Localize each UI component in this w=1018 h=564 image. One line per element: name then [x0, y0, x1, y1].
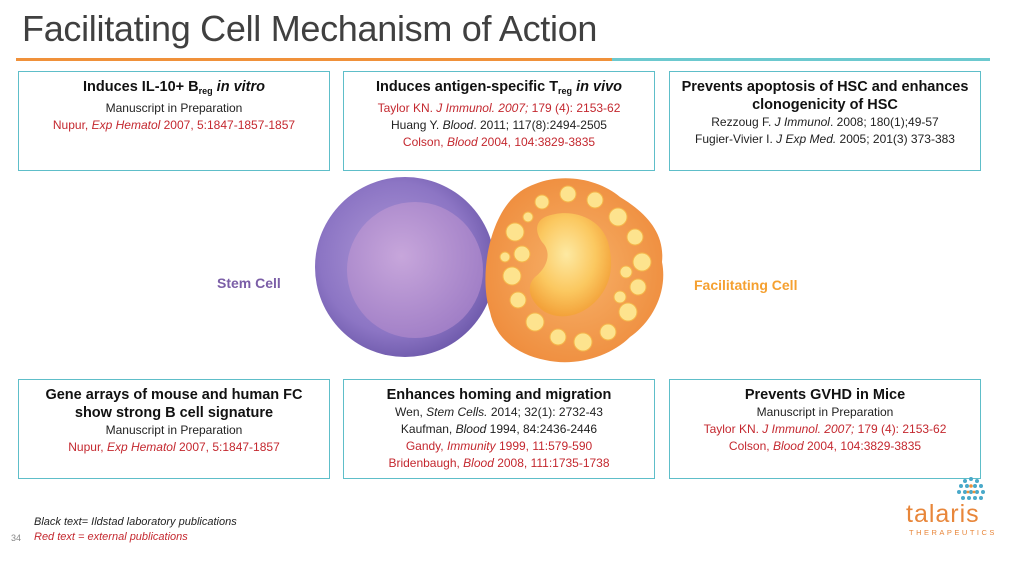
reference-lab: Fugier-Vivier I. J Exp Med. 2005; 201(3)… [695, 132, 955, 146]
box-heading-line2: show strong B cell signature [74, 405, 274, 421]
facilitating-cell-label: Facilitating Cell [694, 277, 798, 293]
facilitating-cell-granules [499, 185, 652, 352]
box-hsc-apoptosis: Prevents apoptosis of HSC and enhances c… [669, 71, 981, 171]
reference-lab: Kaufman, Blood 1994, 84:2436-2446 [400, 422, 598, 436]
reference-external: Nupur, Exp Hematol 2007, 5:1847-1857 [68, 440, 280, 454]
reference-external: Nupur, Exp Hematol 2007, 5:1847-1857-185… [52, 118, 296, 132]
logo-tagline: THERAPEUTICS [909, 528, 997, 537]
box-homing-migration: Enhances homing and migration Wen, Stem … [343, 379, 655, 479]
talaris-logo-dots-icon [957, 477, 985, 500]
slide-title: Facilitating Cell Mechanism of Action [22, 8, 598, 49]
box-heading: Induces antigen-specific Treg in vivo [375, 79, 623, 96]
manuscript-note: Manuscript in Preparation [105, 423, 243, 437]
reference-external: Taylor KN. J Immunol. 2007; 179 (4): 215… [377, 101, 621, 115]
box-heading: Induces IL-10+ Breg in vitro [82, 79, 266, 96]
box-treg-in-vivo: Induces antigen-specific Treg in vivo Ta… [343, 71, 655, 171]
box-heading-line1: Gene arrays of mouse and human FC [45, 387, 303, 403]
reference-external: Colson, Blood 2004, 104:3829-3835 [728, 439, 922, 453]
box-heading-line1: Prevents apoptosis of HSC and enhances [681, 79, 969, 95]
reference-lab: Wen, Stem Cells. 2014; 32(1): 2732-43 [395, 405, 603, 419]
box-heading: Prevents GVHD in Mice [744, 387, 906, 403]
reference-external: Colson, Blood 2004, 104:3829-3835 [402, 135, 596, 149]
manuscript-note: Manuscript in Preparation [105, 101, 243, 115]
box-gene-arrays: Gene arrays of mouse and human FC show s… [18, 379, 330, 479]
reference-external: Bridenbaugh, Blood 2008, 111:1735-1738 [388, 456, 610, 470]
reference-lab: Huang Y. Blood. 2011; 117(8):2494-2505 [391, 118, 607, 132]
page-number: 34 [11, 533, 22, 543]
reference-external: Taylor KN. J Immunol. 2007; 179 (4): 215… [703, 422, 947, 436]
box-breg-in-vitro: Induces IL-10+ Breg in vitro Manuscript … [18, 71, 330, 171]
legend-black-text: Black text= Ildstad laboratory publicati… [34, 516, 237, 528]
cell-illustration [315, 177, 664, 363]
box-heading: Enhances homing and migration [386, 387, 612, 403]
stem-cell-label: Stem Cell [217, 275, 281, 291]
manuscript-note: Manuscript in Preparation [756, 405, 894, 419]
stem-cell-nucleus [347, 202, 483, 338]
legend-red-text: Red text = external publications [34, 531, 188, 543]
box-gvhd: Prevents GVHD in Mice Manuscript in Prep… [669, 379, 981, 479]
reference-external: Gandy, Immunity 1999, 11:579-590 [405, 439, 593, 453]
reference-lab: Rezzoug F. J Immunol. 2008; 180(1);49-57 [711, 115, 939, 129]
title-rule-orange [16, 58, 612, 61]
logo-wordmark: talaris [906, 500, 980, 528]
facilitating-cell-nucleus [529, 213, 612, 317]
title-rule-teal [612, 58, 990, 61]
box-heading-line2: clonogenicity of HSC [752, 97, 898, 113]
